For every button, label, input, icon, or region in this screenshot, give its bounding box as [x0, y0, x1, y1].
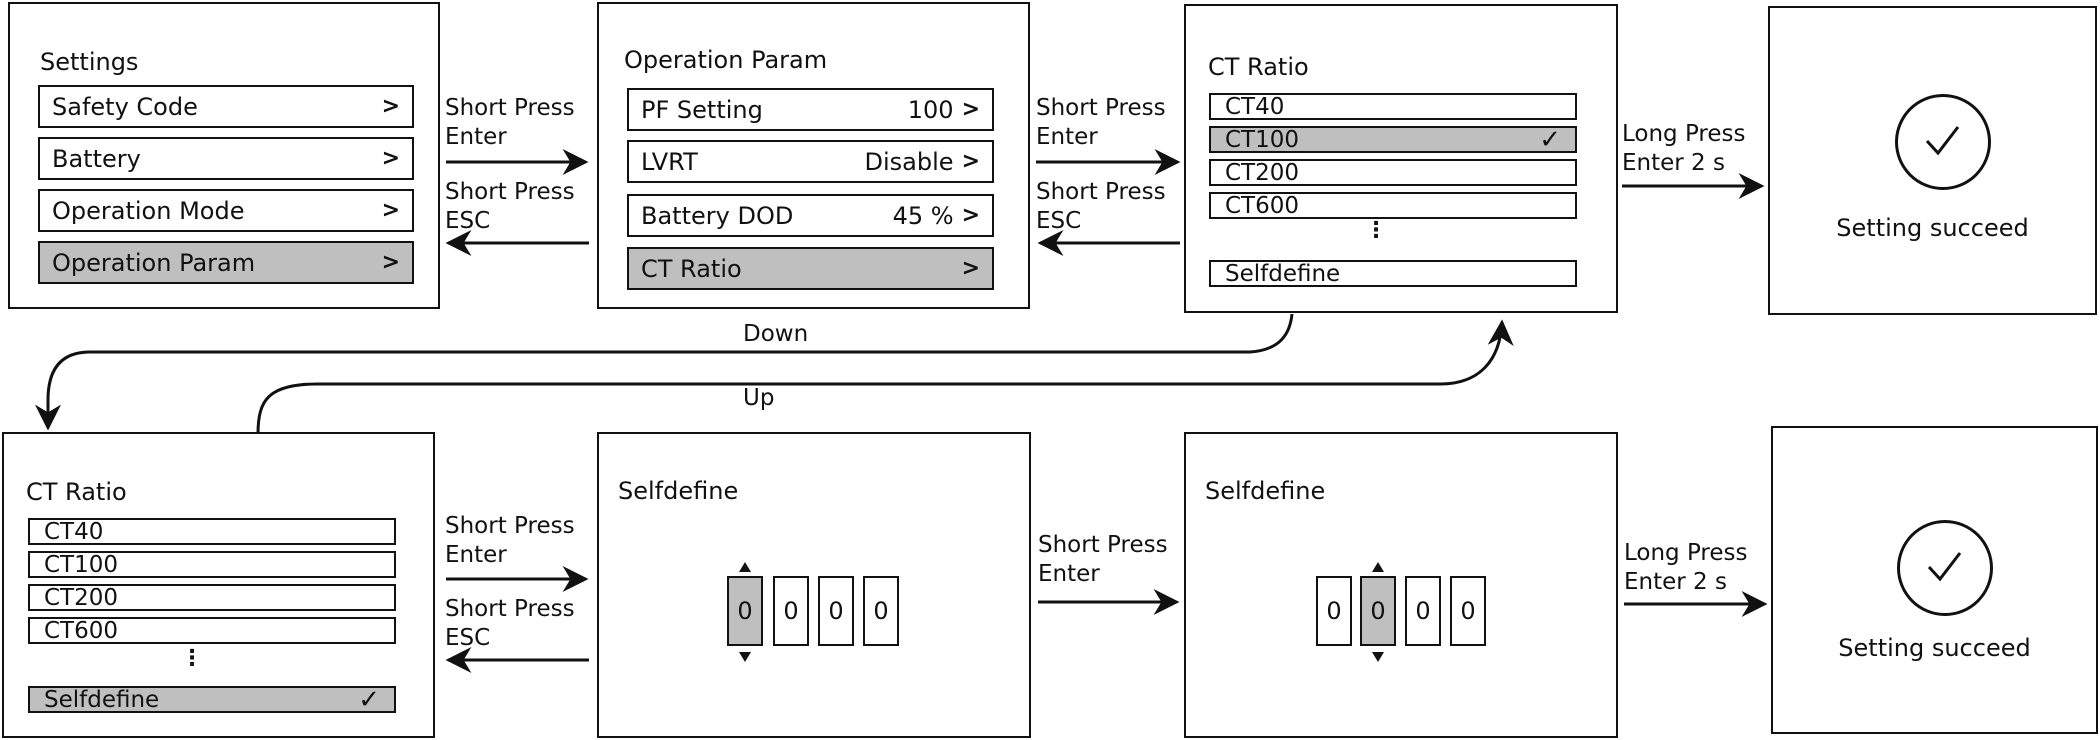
- label-short-press-esc: Short Press ESC: [1036, 179, 1166, 234]
- increment-arrow-icon[interactable]: [739, 562, 751, 572]
- selfdefine-panel-2: Selfdefine 0 0 0 0: [1184, 432, 1618, 738]
- chevron-right-icon: >: [381, 250, 400, 275]
- ct-option-label: CT100: [1225, 126, 1300, 153]
- ct-option-ct600[interactable]: CT600: [1209, 192, 1577, 219]
- ct-option-label: CT600: [44, 617, 119, 644]
- ct-ratio-panel-bottom: CT Ratio CT40 CT100 CT200 CT600 ⋮ Selfde…: [2, 432, 435, 738]
- success-caption: Setting succeed: [1838, 634, 2031, 662]
- panel-title: Selfdefine: [618, 477, 739, 505]
- menu-item-operation-param[interactable]: Operation Param >: [38, 241, 414, 284]
- success-check-icon: [1897, 520, 1993, 616]
- chevron-right-icon: >: [381, 198, 400, 223]
- label-short-press-enter: Short Press Enter: [445, 513, 575, 568]
- menu-item-label: Battery DOD: [641, 201, 794, 230]
- label-short-press-enter: Short Press Enter: [1036, 95, 1166, 150]
- chevron-right-icon: >: [381, 146, 400, 171]
- ct-option-selfdefine[interactable]: Selfdefine ✓: [28, 686, 396, 713]
- label-up: Up: [743, 385, 775, 411]
- panel-title: Selfdefine: [1205, 477, 1326, 505]
- ct-option-ct200[interactable]: CT200: [1209, 159, 1577, 186]
- success-panel-bottom: Setting succeed: [1771, 426, 2098, 734]
- ct-option-ct40[interactable]: CT40: [1209, 93, 1577, 120]
- chevron-right-icon: >: [961, 203, 980, 228]
- ct-option-label: CT40: [1225, 93, 1285, 120]
- label-short-press-enter: Short Press Enter: [1038, 532, 1168, 587]
- ct-option-ct600[interactable]: CT600: [28, 617, 396, 644]
- panel-title: Settings: [40, 48, 139, 76]
- operation-param-panel: Operation Param PF Setting 100 > LVRT Di…: [597, 2, 1030, 309]
- label-short-press-esc: Short Press ESC: [445, 179, 575, 234]
- arrow-up: [256, 319, 1514, 435]
- panel-title: CT Ratio: [26, 478, 127, 506]
- checkmark-icon: ✓: [1539, 124, 1561, 155]
- digit-1[interactable]: 0: [727, 576, 763, 646]
- digit-1[interactable]: 0: [1316, 576, 1352, 646]
- panel-title: CT Ratio: [1208, 53, 1309, 81]
- ct-option-label: CT100: [44, 551, 119, 578]
- menu-item-battery[interactable]: Battery >: [38, 137, 414, 180]
- ct-option-label: CT600: [1225, 192, 1300, 219]
- menu-item-operation-mode[interactable]: Operation Mode >: [38, 189, 414, 232]
- chevron-right-icon: >: [961, 256, 980, 281]
- label-short-press-esc: Short Press ESC: [445, 596, 575, 651]
- arrow-down: [35, 313, 1294, 431]
- menu-item-value: Disable: [864, 147, 954, 176]
- menu-item-label: CT Ratio: [641, 254, 742, 283]
- success-check-icon: [1895, 94, 1991, 190]
- decrement-arrow-icon[interactable]: [1372, 652, 1384, 662]
- selfdefine-panel-1: Selfdefine 0 0 0 0: [597, 432, 1031, 738]
- digit-3[interactable]: 0: [1405, 576, 1441, 646]
- increment-arrow-icon[interactable]: [1372, 562, 1384, 572]
- label-down: Down: [743, 321, 809, 347]
- ct-option-selfdefine[interactable]: Selfdefine: [1209, 260, 1577, 287]
- menu-item-ct-ratio[interactable]: CT Ratio >: [627, 247, 994, 290]
- ct-ratio-panel-top: CT Ratio CT40 CT100 ✓ CT200 CT600 ⋮ Self…: [1184, 4, 1618, 313]
- ct-option-label: CT200: [1225, 159, 1300, 186]
- digit-2[interactable]: 0: [773, 576, 809, 646]
- menu-item-label: PF Setting: [641, 95, 763, 124]
- chevron-right-icon: >: [961, 149, 980, 174]
- menu-item-safety-code[interactable]: Safety Code >: [38, 85, 414, 128]
- digit-3[interactable]: 0: [818, 576, 854, 646]
- ct-option-ct100[interactable]: CT100 ✓: [1209, 126, 1577, 153]
- menu-item-value: 45 %: [892, 201, 954, 230]
- settings-panel: Settings Safety Code > Battery > Operati…: [8, 2, 440, 309]
- chevron-right-icon: >: [381, 94, 400, 119]
- ct-option-label: CT40: [44, 518, 104, 545]
- menu-item-label: LVRT: [641, 147, 698, 176]
- digit-4[interactable]: 0: [1450, 576, 1486, 646]
- label-long-press-enter: Long Press Enter 2 s: [1622, 121, 1746, 176]
- menu-item-label: Operation Mode: [52, 196, 245, 225]
- menu-item-label: Battery: [52, 144, 141, 173]
- label-short-press-enter: Short Press Enter: [445, 95, 575, 150]
- ct-option-label: Selfdefine: [44, 686, 160, 713]
- menu-item-label: Operation Param: [52, 248, 256, 277]
- label-long-press-enter: Long Press Enter 2 s: [1624, 540, 1748, 595]
- digit-4[interactable]: 0: [863, 576, 899, 646]
- menu-item-value: 100: [907, 95, 954, 124]
- chevron-right-icon: >: [961, 97, 980, 122]
- menu-item-lvrt[interactable]: LVRT Disable >: [627, 140, 994, 183]
- menu-item-label: Safety Code: [52, 92, 198, 121]
- digit-2[interactable]: 0: [1360, 576, 1396, 646]
- ct-option-label: CT200: [44, 584, 119, 611]
- ct-option-ct40[interactable]: CT40: [28, 518, 396, 545]
- decrement-arrow-icon[interactable]: [739, 652, 751, 662]
- success-caption: Setting succeed: [1836, 214, 2029, 242]
- checkmark-icon: ✓: [358, 684, 380, 715]
- ct-option-ct200[interactable]: CT200: [28, 584, 396, 611]
- ct-option-label: Selfdefine: [1225, 260, 1341, 287]
- menu-item-pf-setting[interactable]: PF Setting 100 >: [627, 88, 994, 131]
- ct-option-ct100[interactable]: CT100: [28, 551, 396, 578]
- menu-item-battery-dod[interactable]: Battery DOD 45 % >: [627, 194, 994, 237]
- panel-title: Operation Param: [624, 46, 828, 74]
- success-panel-top: Setting succeed: [1768, 6, 2097, 315]
